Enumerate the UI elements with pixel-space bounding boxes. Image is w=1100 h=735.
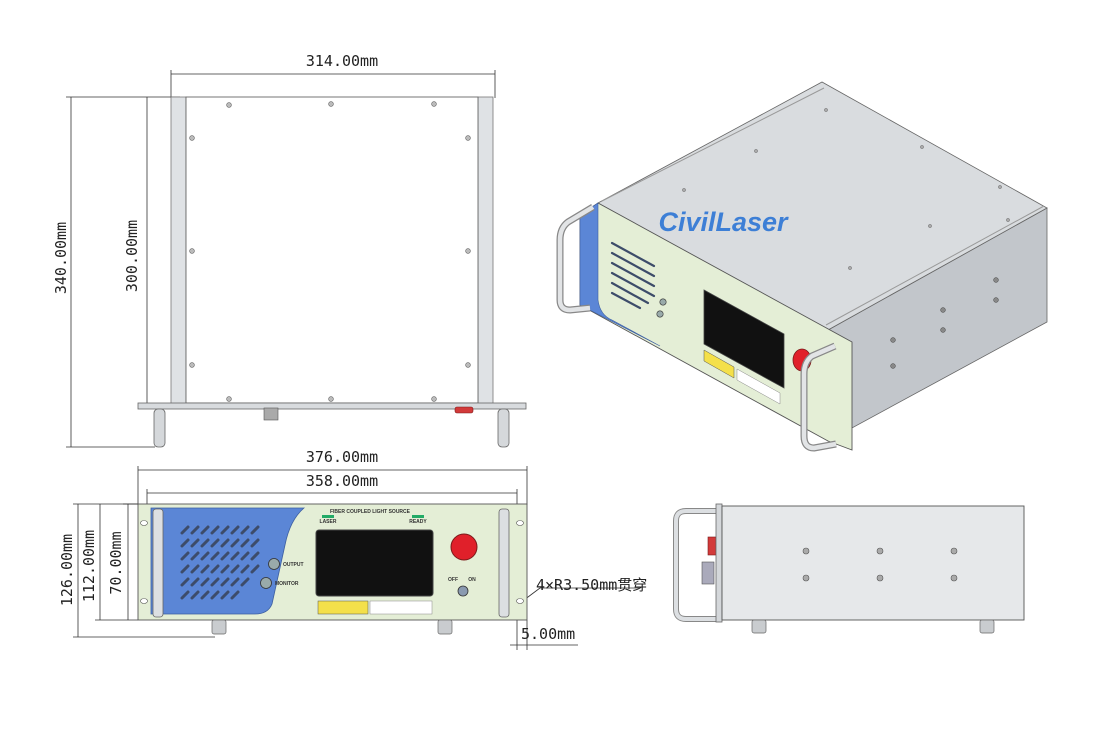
dim-mount-holes: 4×R3.50mm贯穿 <box>536 576 647 594</box>
dim-top-inner-height: 300.00mm <box>123 220 141 292</box>
side-view <box>673 503 1025 634</box>
top-view: 314.00mm 340.00mm 300.00mm <box>52 52 527 448</box>
dim-front-outer-height: 126.00mm <box>58 534 76 606</box>
dim-front-outer-width: 376.00mm <box>306 448 378 466</box>
dim-top-width: 314.00mm <box>306 52 378 70</box>
front-handle-left <box>152 508 164 618</box>
front-handle-right <box>498 508 510 618</box>
monitor-port[interactable] <box>260 577 272 589</box>
switch-on-label: ON <box>468 577 476 583</box>
dim-front-mid-height: 112.00mm <box>80 530 98 602</box>
output-port-label: OUTPUT <box>283 562 304 568</box>
top-cover <box>185 96 479 404</box>
handle-left <box>153 408 166 448</box>
output-port[interactable] <box>268 558 280 570</box>
estop-button-top <box>454 406 474 414</box>
side-foot-left <box>751 619 767 634</box>
handle-right <box>497 408 510 448</box>
side-panel <box>721 505 1025 621</box>
iso-warning-label <box>703 349 735 379</box>
dim-front-inner-height: 70.00mm <box>107 531 125 594</box>
ready-indicator <box>412 515 424 518</box>
mounting-holes <box>140 520 524 604</box>
ready-indicator-label: READY <box>409 519 427 525</box>
fiber-connectors <box>263 407 279 421</box>
dim-offset: 5.00mm <box>521 625 575 643</box>
iso-output-port <box>659 298 667 306</box>
laser-indicator-label: LASER <box>320 519 337 525</box>
switch-off-label: OFF <box>448 577 458 583</box>
emergency-stop-button[interactable] <box>450 533 478 561</box>
front-flange <box>137 402 527 410</box>
brand-logo: CivilLaser <box>658 207 789 237</box>
side-flange <box>715 503 723 623</box>
side-estop <box>707 536 717 556</box>
vent-grille <box>180 525 260 600</box>
dim-top-outer-height: 340.00mm <box>52 222 70 294</box>
dim-front-inner-width: 358.00mm <box>306 472 378 490</box>
foot-left <box>211 619 227 635</box>
iso-display-screen <box>703 289 785 389</box>
left-rail <box>170 96 187 408</box>
iso-vent-grille <box>610 241 656 310</box>
isometric-view: CivilLaser <box>556 81 1048 452</box>
foot-right <box>437 619 453 635</box>
iso-top-screws <box>682 108 1010 270</box>
iso-side-screws <box>890 277 999 369</box>
warning-label <box>317 600 369 615</box>
side-foot-right <box>979 619 995 634</box>
monitor-port-label: MONITOR <box>275 581 299 587</box>
side-connectors <box>701 561 715 585</box>
iso-blue-decal <box>579 202 661 347</box>
front-view: 376.00mm 358.00mm 126.00mm 112.00mm 70.0… <box>58 448 647 650</box>
info-label <box>369 600 433 615</box>
top-cover-screws <box>189 101 471 402</box>
right-rail <box>477 96 494 408</box>
display-screen[interactable] <box>315 529 434 597</box>
panel-header: FIBER COUPLED LIGHT SOURCE <box>330 509 411 515</box>
key-switch[interactable] <box>457 585 469 597</box>
iso-monitor-port <box>656 310 664 318</box>
laser-indicator <box>322 515 334 518</box>
iso-info-label <box>736 368 781 405</box>
side-screws <box>802 547 958 582</box>
